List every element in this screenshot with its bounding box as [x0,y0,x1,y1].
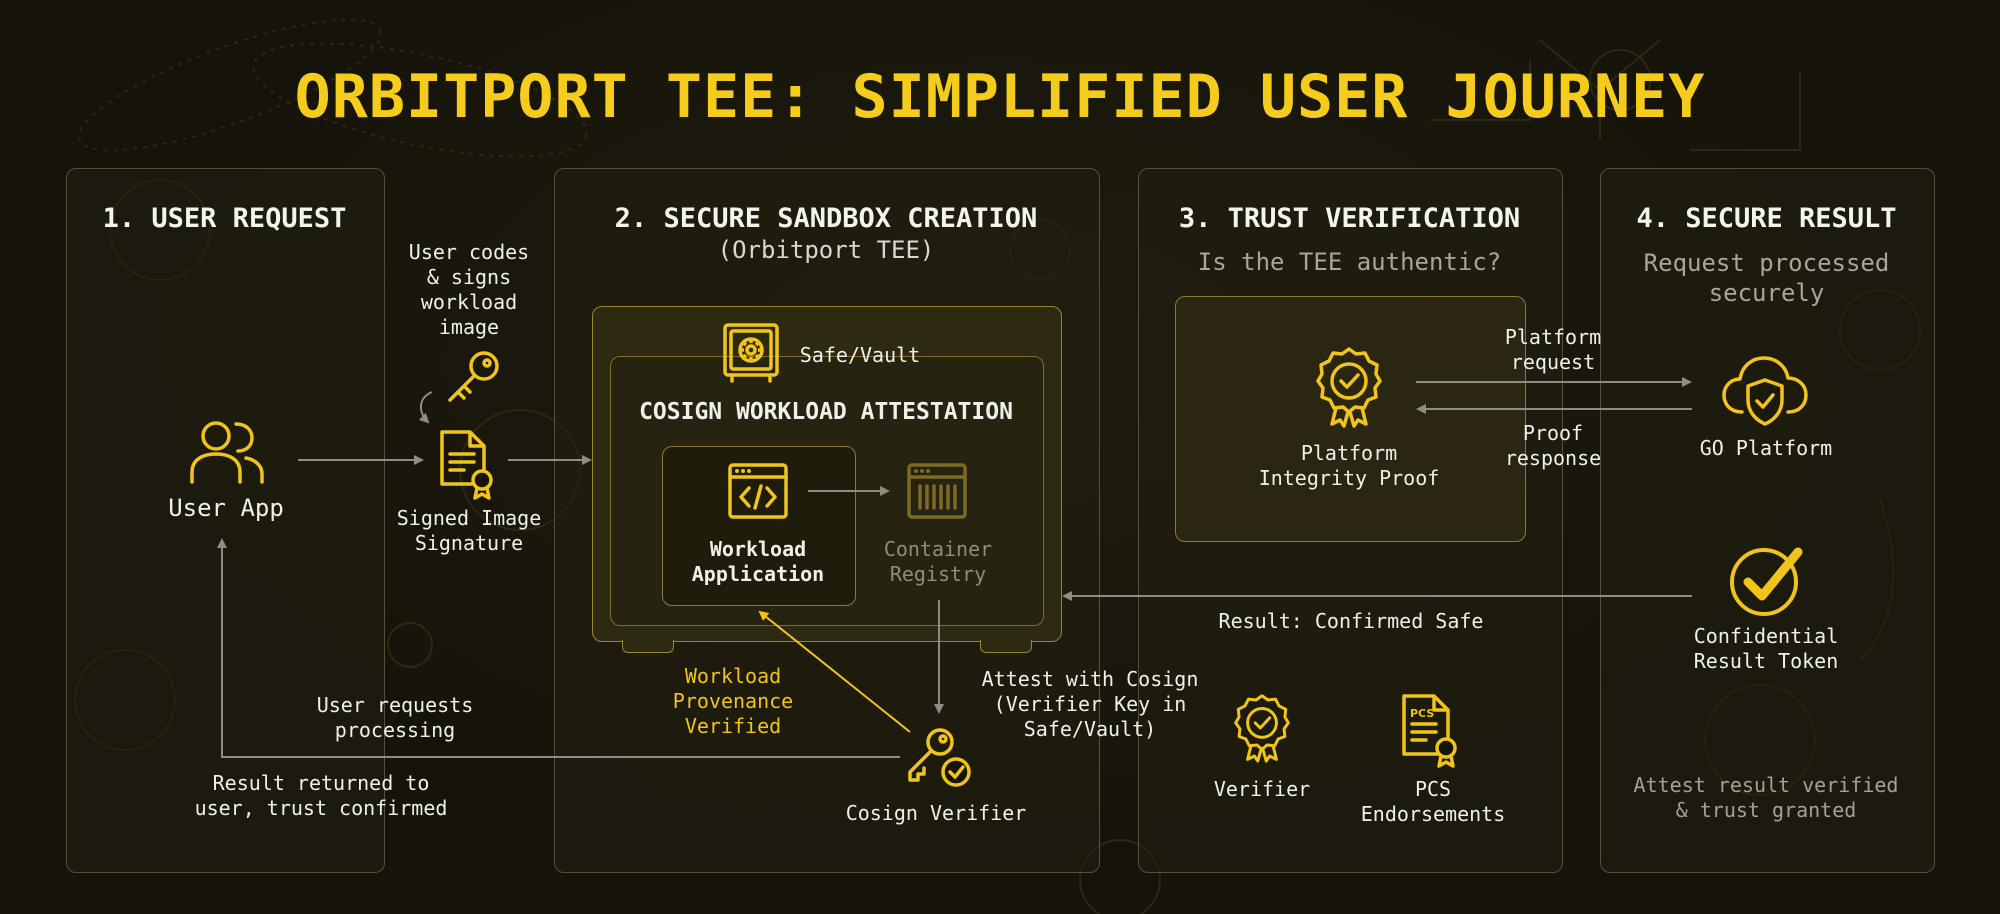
user-codes-label: User codes & signs workload image [408,240,530,339]
check-circle-icon [1730,547,1803,616]
cosign-verifier-label: Cosign Verifier [845,801,1027,825]
panel-4-subtitle: Request processed securely [1643,249,1890,307]
cloud-shield-icon [1722,356,1808,426]
proof-response-label: Proof response [1504,421,1602,470]
code-window-icon [728,463,788,519]
key-check-icon [908,728,971,787]
result-token-label: Confidential Result Token [1693,624,1839,673]
pcs-icon-text: PCS [1410,707,1434,720]
key-icon [448,351,499,402]
platform-badge-icon [1316,347,1382,428]
result-confirmed-label: Result: Confirmed Safe [1218,609,1484,633]
safe-icon [723,323,779,383]
main-title: ORBITPORT TEE: SIMPLIFIED USER JOURNEY [294,62,1706,132]
pcs-document-icon: PCS [1402,694,1457,768]
panel-4-title: 4. SECURE RESULT [1636,203,1897,234]
attest-cosign-label: Attest with Cosign (Verifier Key in Safe… [981,667,1199,741]
result-returned-label: Result returned to user, trust confirmed [194,771,448,820]
platform-request-label: Platform request [1504,325,1602,374]
workload-app-label: Workload Application [691,537,825,586]
user-requests-label: User requests processing [316,693,474,742]
registry-icon [907,463,967,519]
platform-proof-label: Platform Integrity Proof [1258,441,1440,490]
provenance-label: Workload Provenance Verified [672,664,794,738]
safe-foot-right [980,640,1032,653]
safe-vault-label: Safe/Vault [799,343,921,367]
panel-3-title: 3. TRUST VERIFICATION [1178,203,1521,234]
attest-result-label: Attest result verified & trust granted [1633,773,1899,822]
panel-2-title: 2. SECURE SANDBOX CREATION [614,203,1038,234]
pcs-endorsements-label: PCS Endorsements [1360,777,1506,826]
verifier-badge-icon [1234,694,1290,763]
go-platform-label: GO Platform [1699,436,1833,460]
users-icon [190,421,264,484]
verifier-label: Verifier [1213,777,1311,801]
safe-foot-left [622,640,674,653]
panel-2-subtitle: (Orbitport TEE) [717,236,935,264]
container-registry-label: Container Registry [883,537,993,586]
signed-image-label: Signed Image Signature [396,506,542,555]
user-app-label: User App [168,494,284,522]
attestation-title: COSIGN WORKLOAD ATTESTATION [639,399,1013,425]
panel-3-subtitle: Is the TEE authentic? [1197,248,1502,276]
certificate-document-icon [440,430,493,500]
panel-secure-result [1600,168,1935,873]
panel-1-title: 1. USER REQUEST [102,203,347,234]
